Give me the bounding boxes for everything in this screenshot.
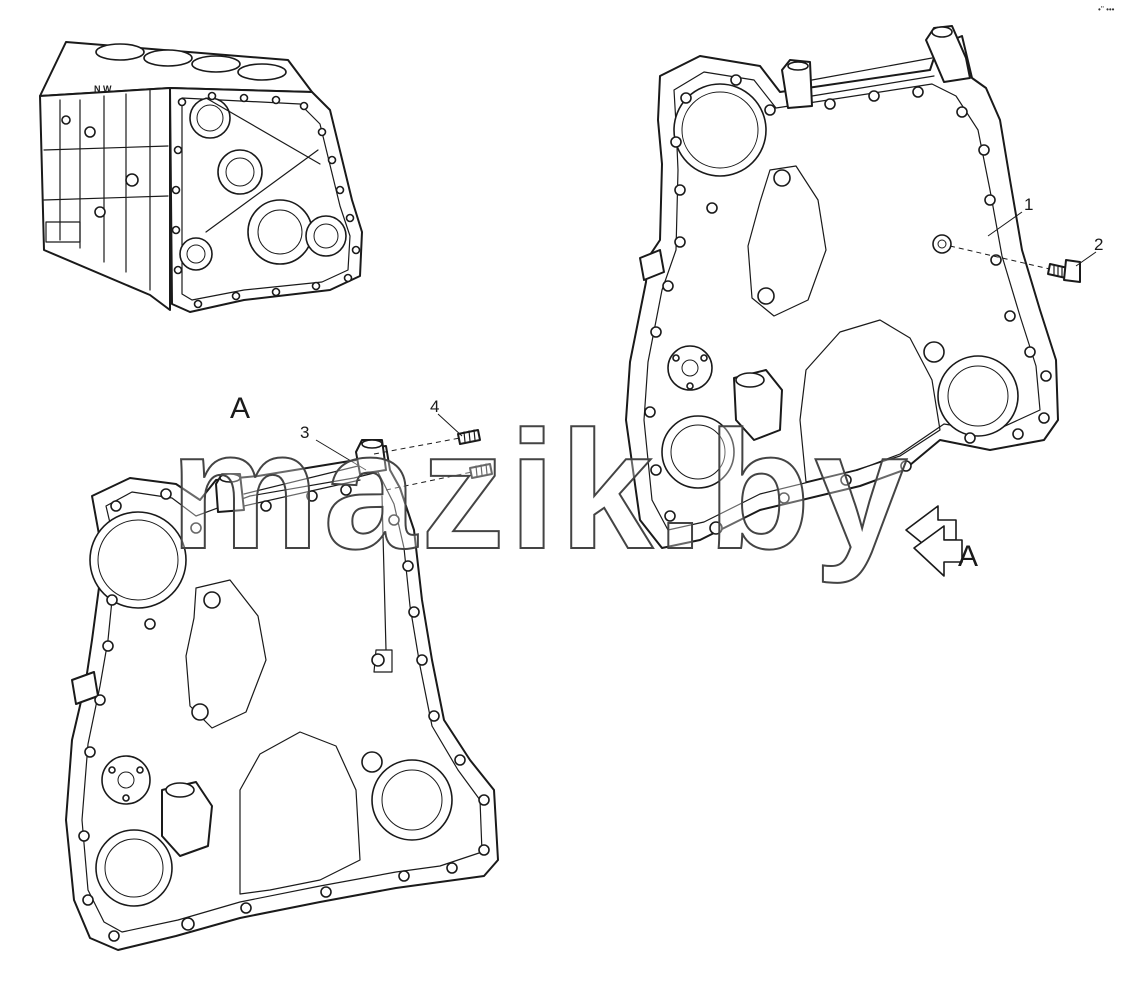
view-direction-arrow (905, 505, 963, 577)
bolt-part (949, 245, 1081, 283)
timing-cover-view-a (65, 439, 499, 951)
callout-2: 2 (1094, 235, 1103, 254)
stud-parts (373, 429, 493, 491)
callout-leaders (315, 211, 1097, 471)
callout-3: 3 (300, 423, 309, 442)
corner-code: •'' ••• (1098, 5, 1115, 14)
engine-block: N W (39, 41, 363, 313)
callout-1: 1 (1024, 195, 1033, 214)
callout-4: 4 (430, 397, 439, 416)
view-marker-label: A (958, 540, 978, 573)
view-section-label: A (230, 392, 250, 425)
watermark-text: mazik.by (170, 396, 912, 584)
block-lettering: N W (94, 84, 112, 94)
timing-cover-main (625, 25, 1059, 549)
